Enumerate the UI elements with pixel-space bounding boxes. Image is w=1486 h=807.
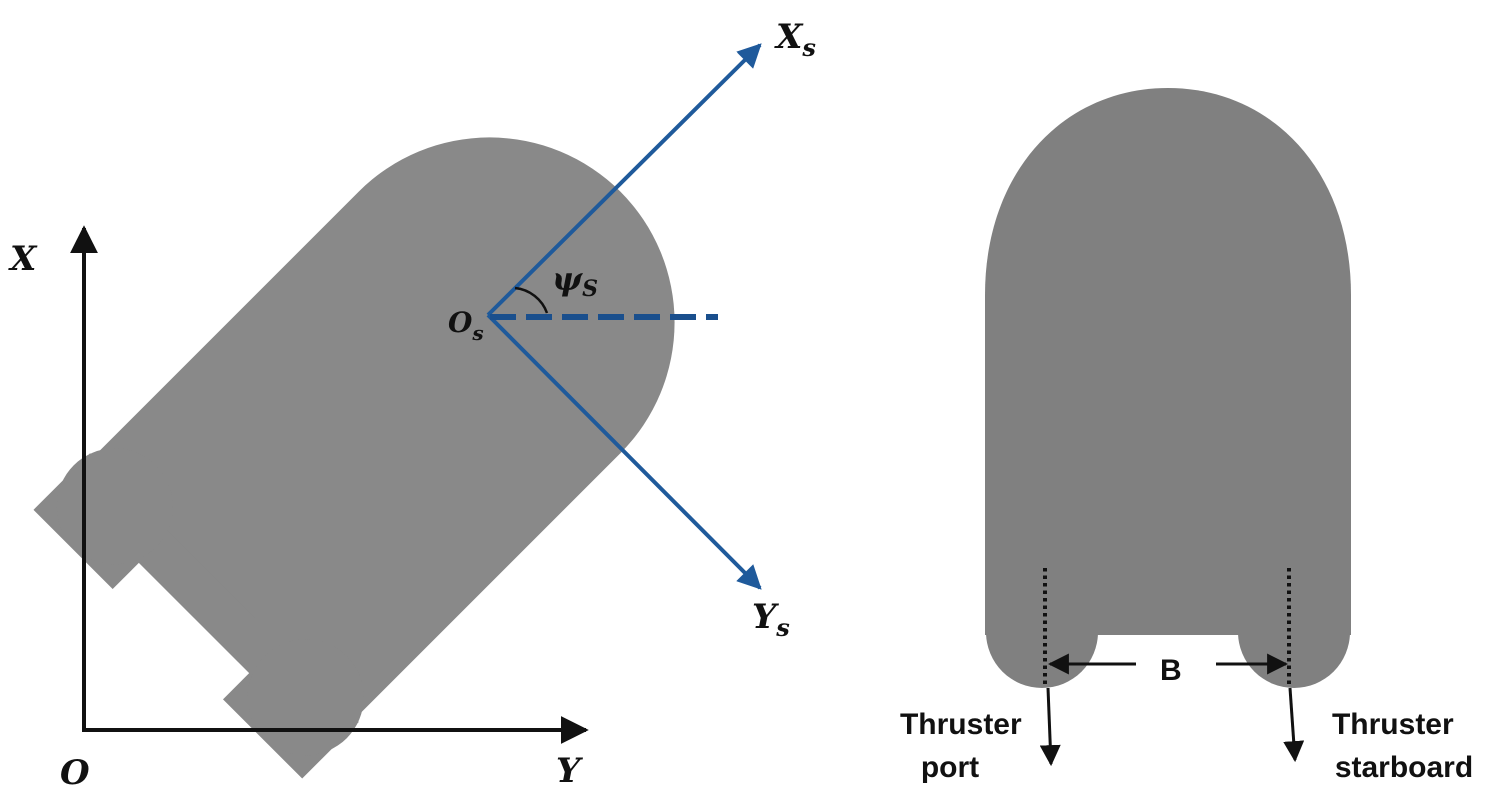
upright-hull-outer-cut-right (1351, 636, 1376, 696)
starboard-thruster-label: Thruster starboard (1332, 708, 1473, 784)
upright-hull-body (985, 88, 1351, 635)
upright-hull-port-pod (986, 576, 1098, 688)
world-y-label: Y (556, 751, 583, 791)
beam-label: B (1160, 654, 1182, 687)
upright-hull-outer-cut-left (960, 636, 985, 696)
rotated-hull-body (82, 137, 675, 730)
right-panel: B Thruster port Thruster starboard (900, 88, 1473, 784)
world-origin-label: O (60, 753, 90, 793)
heading-angle-label: ψS (552, 260, 598, 302)
port-thruster-label: Thruster port (900, 708, 1030, 784)
body-y-axis (486, 313, 762, 590)
body-origin-label: Os (448, 306, 484, 345)
rotated-hull-starboard-pod (247, 639, 364, 756)
rotated-hull-stern-notch (110, 562, 250, 702)
body-y-label: Ys (752, 597, 790, 642)
body-x-label: Xs (774, 17, 816, 62)
port-thrust-arrow (1039, 687, 1061, 767)
heading-angle-arc (514, 286, 549, 314)
left-panel: X Y O Xs Ys Os ψS (8, 17, 816, 793)
upright-hull-stern-notch (1115, 636, 1221, 696)
upright-hull-starboard-pod (1238, 576, 1350, 688)
world-x-label: X (8, 239, 38, 279)
starboard-thrust-arrow (1283, 687, 1305, 763)
body-x-axis (486, 43, 762, 317)
rotated-hull (33, 137, 675, 779)
